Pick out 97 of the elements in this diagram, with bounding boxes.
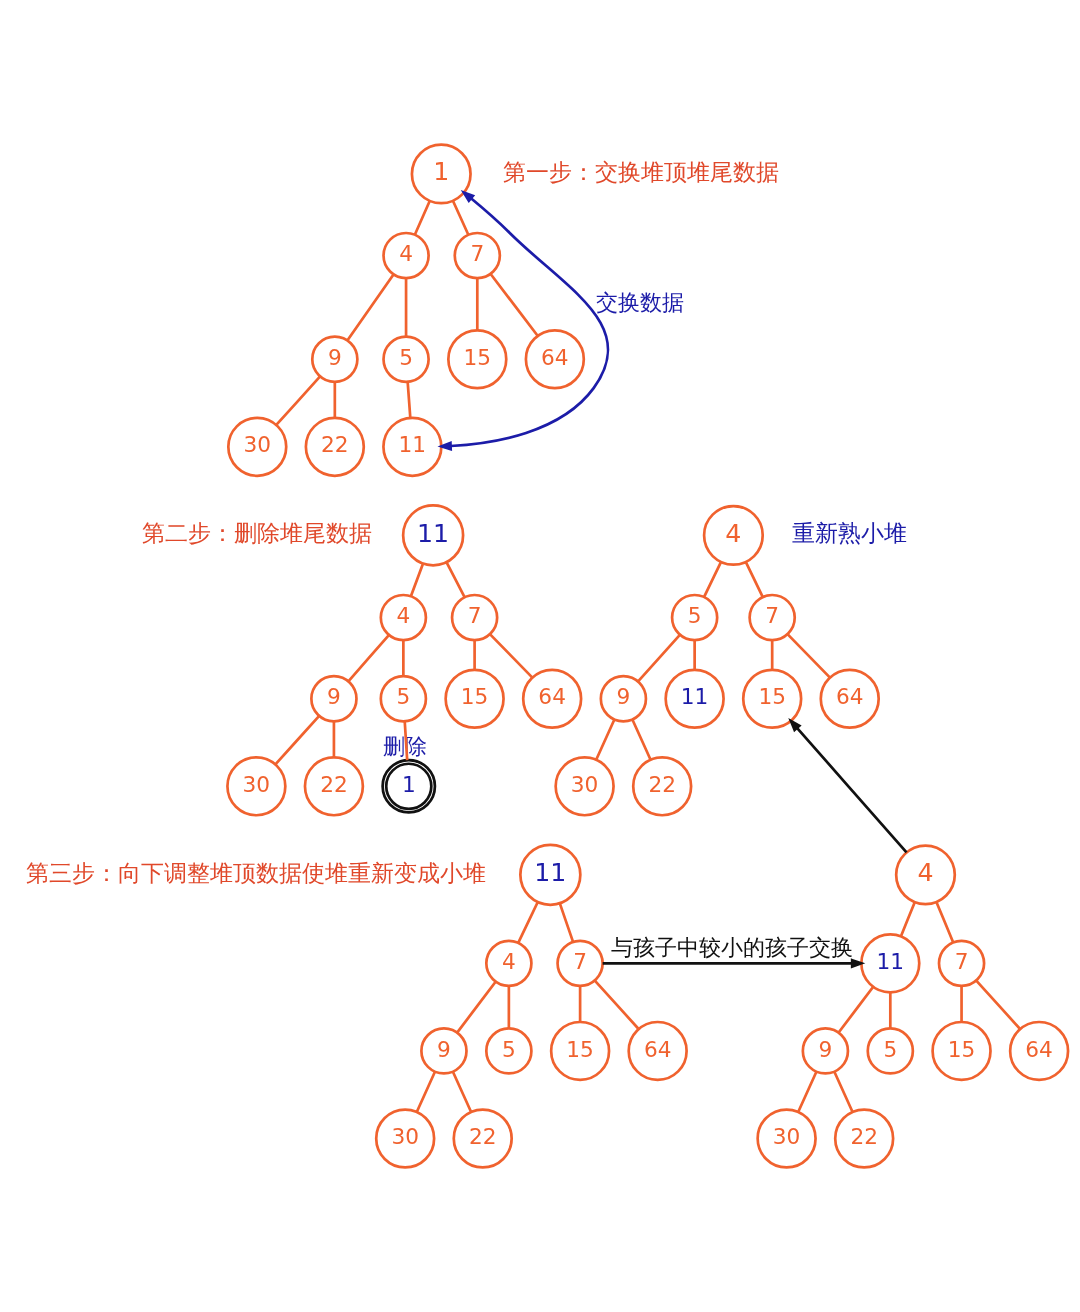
node-circle: 7: [556, 939, 604, 988]
connector: [594, 979, 640, 1030]
node-circle: 5: [670, 593, 719, 642]
connector: [631, 718, 652, 761]
connector: [888, 992, 892, 1029]
connector: [489, 273, 539, 337]
node-circle: 15: [931, 1020, 992, 1082]
connector: [404, 278, 408, 337]
node-circle: 5: [484, 1027, 533, 1075]
connector: [347, 634, 390, 683]
connector: [935, 901, 955, 943]
node-circle: 64: [521, 668, 583, 730]
connector: [402, 640, 405, 677]
connector: [837, 986, 875, 1034]
connector: [899, 901, 916, 937]
node-circle: 4: [894, 844, 957, 906]
node-circle: 22: [833, 1108, 895, 1169]
node-circle: 64: [524, 328, 586, 390]
node-circle: 30: [226, 756, 287, 817]
label: 第三步：向下调整堆顶数据使堆重新变成小堆: [26, 858, 487, 887]
connector: [333, 382, 337, 418]
connector: [960, 986, 963, 1022]
connector: [475, 278, 479, 331]
node-circle: 5: [382, 335, 430, 384]
node-circle: 1: [410, 143, 472, 205]
connector: [473, 640, 476, 670]
node-circle: 9: [310, 674, 358, 723]
connector: [558, 902, 575, 943]
node-circle: 5: [866, 1027, 915, 1075]
node-circle: 22: [631, 756, 693, 817]
connector: [451, 200, 470, 236]
connector: [744, 561, 764, 598]
connector: [702, 561, 723, 598]
node-circle: 4: [379, 593, 428, 642]
node-circle: 7: [453, 231, 502, 280]
arrow: [602, 958, 866, 969]
node-circle: 4: [702, 504, 765, 567]
node-circle: 4: [484, 939, 533, 988]
connector: [693, 640, 696, 670]
node-circle: 11: [401, 504, 465, 567]
node-circle: 22: [452, 1108, 513, 1169]
arrow: [437, 189, 610, 452]
node-circle: 22: [303, 756, 365, 817]
connector: [445, 561, 466, 598]
connector: [507, 986, 511, 1029]
edge-label: 与孩子中较小的孩子交换: [611, 934, 854, 960]
label: 第一步：交换堆顶堆尾数据: [502, 157, 779, 186]
connector: [517, 901, 539, 944]
connector: [451, 1071, 473, 1113]
connector: [488, 633, 534, 679]
node-circle: 15: [447, 328, 508, 390]
node-circle: 11: [860, 933, 921, 994]
node-circle: 30: [374, 1108, 436, 1169]
node-circle: 7: [450, 593, 499, 642]
node-circle: 7: [937, 939, 986, 988]
node-circle: 64: [627, 1020, 688, 1082]
connector: [578, 986, 582, 1022]
node-circle: 11: [382, 416, 443, 478]
connector: [770, 640, 774, 670]
connector: [403, 721, 409, 761]
connector: [413, 200, 431, 236]
connector: [975, 979, 1022, 1030]
node-circle: 15: [444, 668, 505, 730]
node-circle: 30: [554, 756, 615, 817]
node-circle: 9: [420, 1027, 468, 1075]
node-circle: 15: [741, 668, 803, 730]
connector: [275, 375, 321, 426]
node-circle: 64: [1008, 1020, 1070, 1082]
connector: [274, 715, 320, 766]
connector: [637, 634, 681, 683]
node-circle: 9: [801, 1027, 850, 1075]
node-circle: 11: [664, 668, 725, 730]
node-circle: 11: [519, 843, 582, 907]
edge-label: 交换数据: [596, 289, 685, 315]
node-circle: 22: [304, 416, 366, 478]
label: 第二步：删除堆尾数据: [142, 519, 373, 548]
node-circle: 9: [599, 674, 648, 723]
connector: [415, 1071, 437, 1113]
label: 重新熟小堆: [792, 519, 908, 548]
node-circle: 5: [379, 674, 428, 723]
connector: [833, 1071, 854, 1113]
connector: [594, 718, 616, 761]
node-circle: 30: [756, 1108, 817, 1169]
connector: [456, 981, 497, 1034]
node-circle: 7: [748, 593, 797, 642]
arrow: [788, 717, 908, 854]
node-circle: 30: [226, 416, 288, 478]
connector: [786, 633, 831, 679]
connector: [409, 563, 425, 597]
connector: [332, 721, 336, 758]
connector: [346, 273, 395, 341]
node-circle: 4: [382, 231, 430, 280]
connector: [406, 381, 412, 418]
node-circle: 15: [549, 1020, 611, 1082]
node-circle: 9: [310, 335, 359, 384]
connector: [796, 1071, 818, 1113]
node-circle: 64: [819, 668, 881, 730]
